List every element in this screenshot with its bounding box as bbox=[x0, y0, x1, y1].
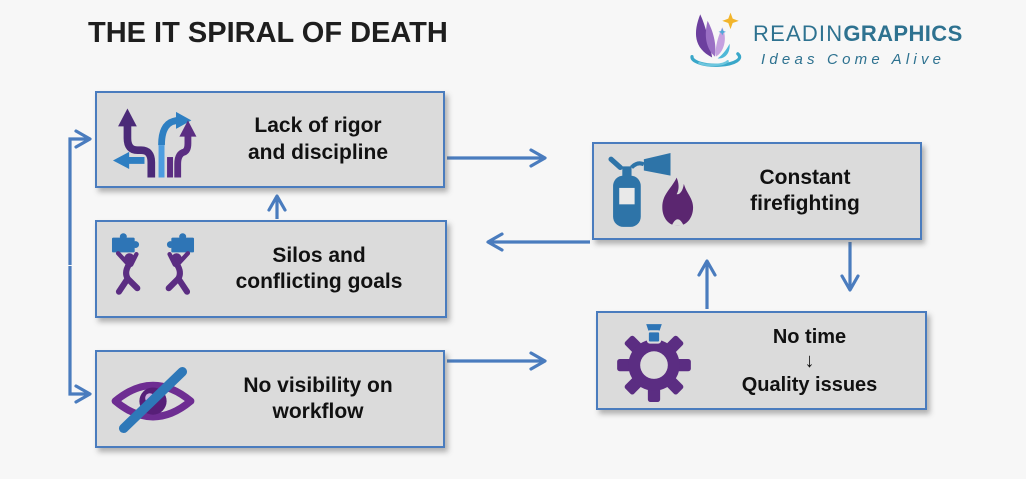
people-puzzle-icon bbox=[97, 232, 209, 306]
box-label: Constant firefighting bbox=[750, 165, 860, 215]
box-label: Silos and conflicting goals bbox=[235, 243, 403, 293]
brand-tagline: Ideas Come Alive bbox=[761, 51, 946, 68]
box-label: No visibility on workflow bbox=[243, 373, 393, 423]
box-no-time-quality: No time ↓ Quality issues bbox=[596, 311, 927, 410]
box-silos: Silos and conflicting goals bbox=[95, 220, 447, 318]
brand-name: READINGRAPHICS bbox=[753, 21, 963, 46]
box-label: No time ↓ Quality issues bbox=[741, 325, 878, 396]
box-label: Lack of rigor and discipline bbox=[247, 114, 389, 164]
book-butterfly-logo-icon bbox=[690, 12, 742, 67]
arrow-bracket-to-lack-of-rigor bbox=[68, 129, 92, 265]
brand-logo: READINGRAPHICS Ideas Come Alive bbox=[681, 8, 963, 74]
box-constant-firefighting: Constant firefighting bbox=[592, 142, 922, 240]
arrow-bracket-to-no-visibility bbox=[68, 266, 92, 404]
fire-extinguisher-flame-icon bbox=[594, 151, 706, 231]
diverging-arrows-icon bbox=[97, 100, 209, 180]
box-lack-of-rigor: Lack of rigor and discipline bbox=[95, 91, 445, 188]
eye-slash-icon bbox=[97, 361, 209, 437]
gear-bolt-icon bbox=[598, 318, 710, 404]
page-title: THE IT SPIRAL OF DEATH bbox=[88, 17, 448, 49]
brand-logo-text: READINGRAPHICS Ideas Come Alive bbox=[753, 21, 963, 69]
box-no-visibility: No visibility on workflow bbox=[95, 350, 445, 448]
